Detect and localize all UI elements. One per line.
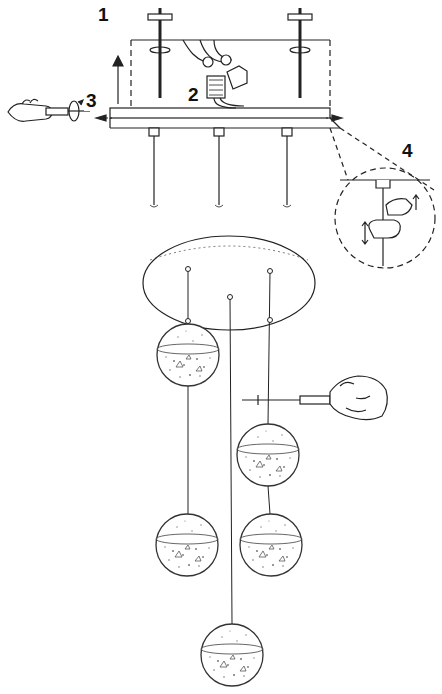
detail-callout <box>330 128 435 268</box>
side-screw <box>96 115 342 121</box>
hand-screwdriver <box>8 99 90 121</box>
terminal-block <box>183 40 247 108</box>
suspension-cable <box>149 128 292 207</box>
round-canopy <box>143 236 315 330</box>
canopy-box <box>110 40 340 128</box>
callout-number: 2 <box>186 84 201 105</box>
callout-number: 4 <box>400 140 415 161</box>
callout-number: 1 <box>96 4 111 25</box>
ceiling-screw <box>148 8 312 98</box>
lift-arrow <box>113 56 123 104</box>
callout-number: 3 <box>84 90 99 111</box>
hand-screwdriver <box>242 376 387 420</box>
